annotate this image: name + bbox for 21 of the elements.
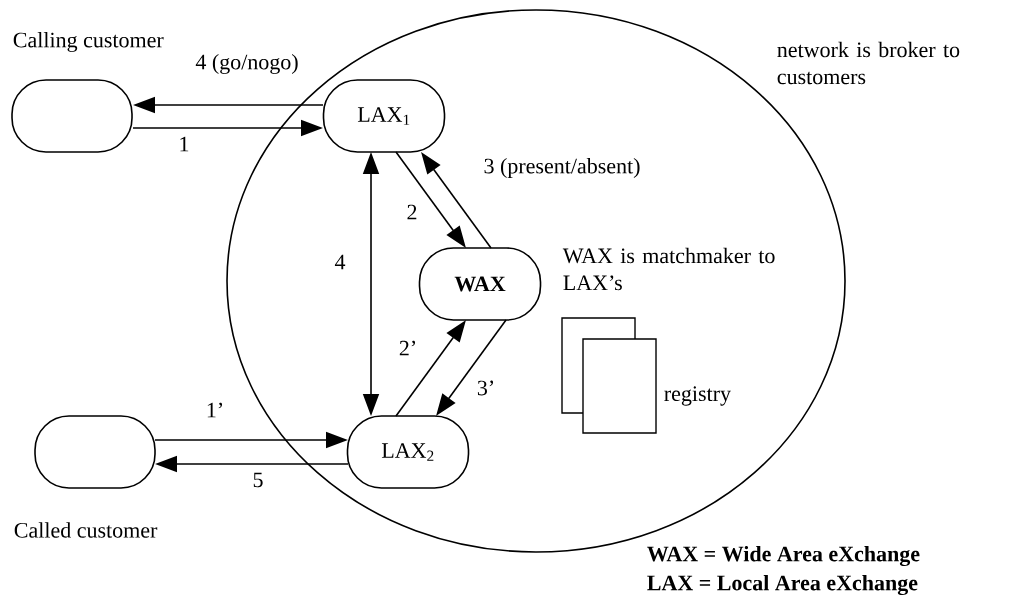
edge-label: 2: [405, 203, 419, 221]
note: WAX is matchmaker to LAX’s: [562, 247, 775, 291]
exchange-box: LAX$_{1}$: [322, 79, 446, 153]
edge-label: 1: [177, 135, 191, 153]
customer-box: [11, 79, 133, 153]
edge-label: 2’: [397, 339, 419, 357]
edge-label: 3 (present/absent): [482, 157, 642, 179]
node-label: Calling customer: [13, 32, 164, 52]
note: network is broker to customers: [777, 41, 960, 85]
exchange-box: WAX: [418, 247, 542, 321]
edge-label: 4 (go/nogo): [194, 53, 300, 75]
customer-box: [34, 415, 156, 489]
edge-label: 1’: [204, 401, 226, 419]
node-label: Called customer: [14, 522, 158, 538]
edge-label: 5: [251, 471, 265, 489]
edge-label: 4: [333, 253, 347, 271]
note: LAX = Local Area eXchange: [647, 574, 918, 596]
note: registry: [664, 386, 731, 406]
edge-label: 3’: [475, 379, 497, 397]
note: WAX = Wide Area eXchange: [647, 545, 920, 567]
exchange-box: LAX$_{2}$: [346, 415, 470, 489]
